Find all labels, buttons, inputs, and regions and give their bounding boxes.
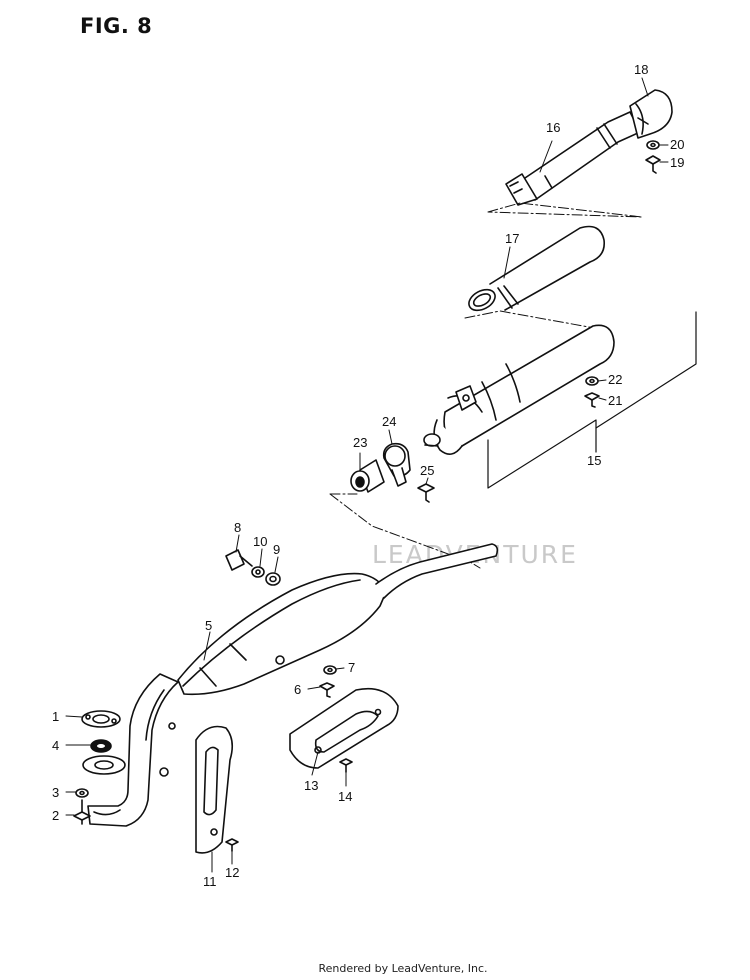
part-6-bolt: [319, 682, 335, 698]
callout-13: 13: [304, 778, 318, 793]
part-3-washer: [75, 788, 89, 798]
part-25-bolt: [417, 483, 435, 503]
part-10-washer: [251, 566, 265, 578]
part-9-washer: [265, 572, 281, 586]
callout-7: 7: [348, 660, 355, 675]
callout-labels: 1 2 3 4 5 6 7 8 9 10 11 12 13 14 15 16 1…: [52, 62, 684, 889]
part-16-tail-pipe: [505, 111, 641, 206]
leader-lines: [65, 77, 669, 873]
callout-12: 12: [225, 865, 239, 880]
callout-17: 17: [505, 231, 519, 246]
part-13-heat-shield: [289, 687, 399, 769]
part-2-bolt: [73, 799, 91, 825]
callout-24: 24: [382, 414, 396, 429]
callout-23: 23: [353, 435, 367, 450]
callout-15: 15: [587, 453, 601, 468]
part-8-bolt: [225, 549, 253, 571]
part-17-baffle: [468, 225, 606, 312]
callout-3: 3: [52, 785, 59, 800]
part-24-clamp: [382, 442, 411, 487]
callout-5: 5: [205, 618, 212, 633]
callout-1: 1: [52, 709, 59, 724]
footer-credit: Rendered by LeadVenture, Inc.: [318, 962, 488, 975]
part-20-washer: [646, 140, 660, 150]
exhaust-flange: [82, 755, 126, 775]
callout-4: 4: [52, 738, 59, 753]
part-21-bolt: [584, 392, 600, 408]
part-18-end-cap: [629, 89, 673, 139]
part-14-screw: [339, 758, 353, 773]
callout-16: 16: [546, 120, 560, 135]
callout-14: 14: [338, 789, 352, 804]
part-22-washer: [585, 376, 599, 386]
part-19-bolt: [645, 155, 661, 174]
part-5-expansion-chamber: [87, 543, 499, 827]
callout-11: 11: [203, 874, 217, 889]
callout-9: 9: [273, 542, 280, 557]
callout-20: 20: [670, 137, 684, 152]
part-11-heat-shield: [195, 725, 234, 854]
callout-25: 25: [420, 463, 434, 478]
part-23-sleeve: [350, 459, 385, 493]
callout-21: 21: [608, 393, 622, 408]
callout-6: 6: [294, 682, 301, 697]
callout-22: 22: [608, 372, 622, 387]
part-15-muffler: [423, 324, 615, 455]
figure-title: FIG. 8: [80, 14, 153, 38]
part-4-seal: [90, 739, 112, 753]
part-1-gasket: [81, 710, 121, 728]
callout-10: 10: [253, 534, 267, 549]
callout-2: 2: [52, 808, 59, 823]
footer: Rendered by LeadVenture, Inc.: [0, 962, 750, 975]
part-7-washer: [323, 665, 337, 675]
callout-19: 19: [670, 155, 684, 170]
callout-18: 18: [634, 62, 648, 77]
part-12-screw: [225, 838, 239, 852]
callout-8: 8: [234, 520, 241, 535]
